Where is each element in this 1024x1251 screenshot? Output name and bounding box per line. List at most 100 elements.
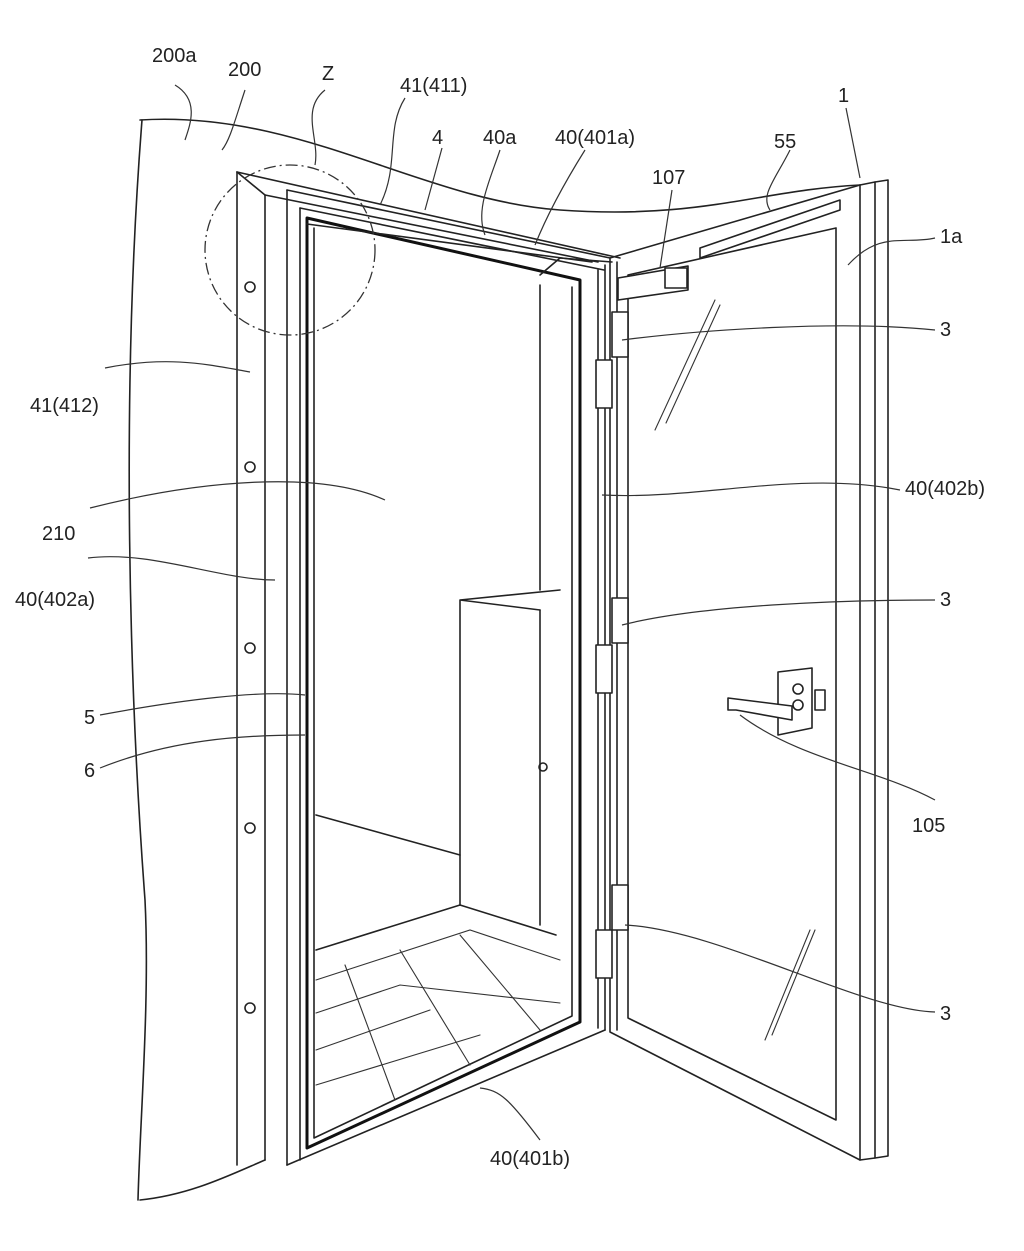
- floor-tile-v1: [344, 964, 396, 1101]
- handle-lever: [727, 697, 793, 721]
- handle-latch: [814, 689, 826, 711]
- leader-lines: [87, 84, 936, 1141]
- label-40a: 40a: [483, 127, 517, 149]
- leader-40-401b: [479, 1087, 541, 1141]
- leader-41-411: [379, 97, 406, 206]
- wall-bottom-edge: [139, 1159, 266, 1201]
- leader-3-bot: [624, 924, 936, 1013]
- label-210: 210: [42, 523, 75, 545]
- door-inner-panel: [627, 227, 837, 1121]
- label-6: 6: [84, 760, 95, 782]
- seal-top-line: [306, 223, 593, 263]
- hinge-top-lower: [595, 359, 613, 409]
- leader-40-402a: [87, 556, 276, 581]
- label-41-411: 41(411): [400, 75, 467, 97]
- cabinet-knob: [538, 762, 548, 772]
- handle-lock-1: [792, 683, 804, 695]
- lever-handle: [727, 667, 826, 736]
- seal-outer: [305, 216, 582, 1150]
- hinge-mid-upper: [611, 597, 629, 644]
- leader-40-402b: [601, 482, 901, 497]
- outer-frame-top-outer: [236, 171, 621, 259]
- door-closer-arm: [539, 257, 613, 276]
- inner-frame-bottom: [286, 1029, 606, 1166]
- leader-105: [739, 714, 936, 801]
- wall-top-edge: [139, 118, 861, 213]
- outer-frame-top-inner: [264, 194, 599, 263]
- seal-inner: [313, 227, 573, 1139]
- label-z: Z: [322, 63, 334, 85]
- frame-hole-3: [244, 642, 256, 654]
- label-1: 1: [838, 85, 849, 107]
- label-55: 55: [774, 131, 796, 153]
- label-3-top: 3: [940, 319, 951, 341]
- floor-tile-v2: [399, 949, 471, 1066]
- label-5: 5: [84, 707, 95, 729]
- leader-41-412: [104, 361, 251, 373]
- leader-3-mid: [621, 599, 936, 626]
- hinge-bot-upper: [611, 884, 629, 931]
- leader-107: [659, 189, 673, 269]
- label-40-401a: 40(401a): [555, 127, 635, 149]
- floor-tile-h4: [315, 1034, 481, 1086]
- label-105: 105: [912, 815, 945, 837]
- floor-tile-h1: [315, 929, 561, 981]
- leader-4: [424, 147, 443, 211]
- frame-hole-2: [244, 461, 256, 473]
- label-107: 107: [652, 167, 685, 189]
- label-4: 4: [432, 127, 443, 149]
- detail-circle-z: [204, 164, 376, 336]
- label-1a: 1a: [940, 226, 963, 248]
- label-41-412: 41(412): [30, 395, 99, 417]
- leader-5: [99, 693, 306, 716]
- inner-frame: [286, 189, 611, 1166]
- door-edge-2: [874, 179, 889, 1159]
- label-3-mid: 3: [940, 589, 951, 611]
- reference-labels: 200a 200 Z 41(411) 1 4 40a 40(401a) 55 1…: [15, 45, 985, 1170]
- leader-210: [89, 481, 386, 509]
- floor-tile-v3: [459, 934, 541, 1031]
- glass-reflection-2: [665, 304, 721, 424]
- leader-40a: [481, 149, 501, 236]
- outer-frame-miter: [236, 171, 266, 196]
- frame-hole-1: [244, 281, 256, 293]
- inner-frame-top-inner: [299, 207, 605, 271]
- label-40-401b: 40(401b): [490, 1148, 570, 1170]
- floor-tile-h3: [315, 1009, 431, 1051]
- leader-40-401a: [534, 149, 586, 246]
- wall: [128, 118, 861, 1201]
- leader-55: [766, 149, 791, 211]
- cabinet-outline: [459, 589, 561, 906]
- leader-1: [845, 107, 861, 179]
- handle-lock-2: [792, 699, 804, 711]
- leader-1a: [847, 237, 936, 266]
- label-40-402a: 40(402a): [15, 589, 95, 611]
- glass-reflection-4: [771, 929, 816, 1036]
- frame-hole-4: [244, 822, 256, 834]
- label-200: 200: [228, 59, 261, 81]
- hinge-mid-lower: [595, 644, 613, 694]
- hinge-bot-lower: [595, 929, 613, 979]
- outer-frame: [236, 171, 621, 1166]
- leader-200: [221, 89, 246, 151]
- door-outer: [609, 184, 861, 1161]
- top-seal-strip: [699, 199, 841, 259]
- door-closer: [539, 257, 689, 301]
- glass-reflection-3: [764, 929, 811, 1041]
- leader-200a: [174, 84, 192, 141]
- leader-6: [99, 734, 306, 769]
- seal-gaskets: [305, 216, 593, 1150]
- label-3-bot: 3: [940, 1003, 951, 1025]
- hinge-top-upper: [611, 311, 629, 358]
- floor-tile-h2: [315, 984, 561, 1014]
- door-leaf: [609, 179, 889, 1161]
- glass-reflection-1: [654, 299, 716, 431]
- label-200a: 200a: [152, 45, 197, 67]
- door-edge-1: [859, 181, 876, 1161]
- hinges: [595, 311, 629, 979]
- inner-frame-top: [286, 189, 611, 259]
- wall-left-edge: [128, 119, 148, 1201]
- floor-line-back: [315, 814, 557, 951]
